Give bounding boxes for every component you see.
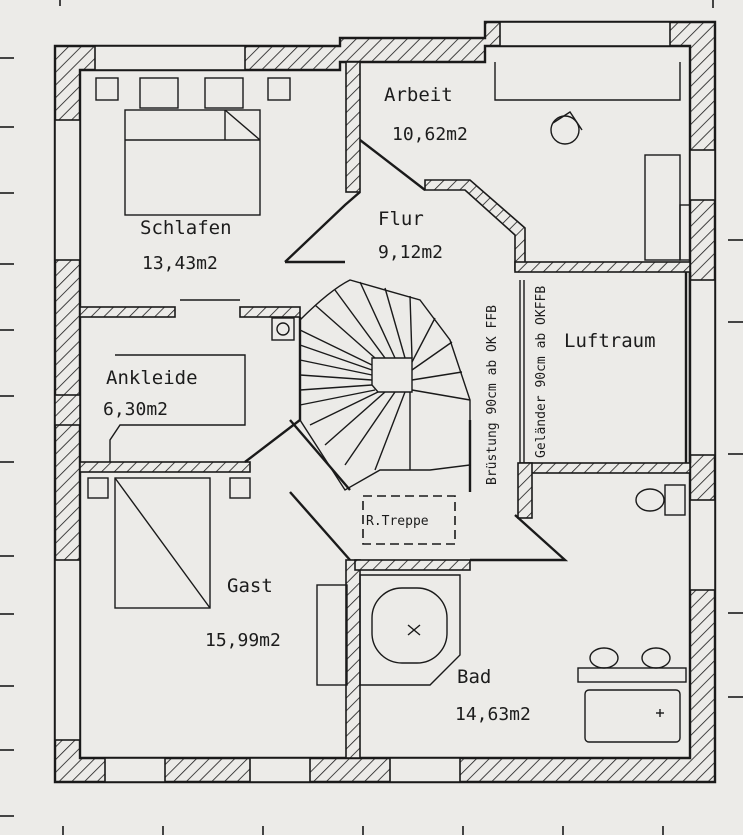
bathtub-icon [359, 574, 461, 686]
toilet-icon [635, 484, 686, 516]
room-name-arbeit: Arbeit [384, 84, 453, 106]
window [249, 757, 311, 783]
exterior-walls [53, 20, 717, 784]
guest-bed-icon [87, 477, 251, 609]
room-area-gast: 15,99m2 [205, 630, 281, 651]
room-area-schlafen: 13,43m2 [142, 253, 218, 274]
room-name-flur: Flur [378, 208, 424, 230]
room-name-bad: Bad [457, 666, 491, 688]
room-area-ankleide: 6,30m2 [103, 399, 168, 420]
window [54, 559, 81, 741]
window [689, 499, 716, 591]
window [54, 119, 81, 261]
room-area-arbeit: 10,62m2 [392, 124, 468, 145]
office-chair-icon [550, 111, 583, 145]
note-gelaender: Geländer 90cm ab OKFFB [534, 286, 549, 458]
window [689, 149, 716, 201]
window [389, 757, 461, 783]
room-name-ankleide: Ankleide [106, 367, 198, 389]
window [94, 45, 246, 71]
washbasin-icon [577, 647, 687, 743]
room-name-gast: Gast [227, 575, 273, 597]
note-treppe: R.Treppe [366, 514, 429, 529]
room-name-luftraum: Luftraum [564, 330, 656, 352]
room-area-flur: 9,12m2 [378, 242, 443, 263]
note-bruestung: Brüstung 90cm ab OK FFB [485, 305, 500, 485]
staircase-outline [362, 495, 456, 545]
bed-icon [95, 77, 291, 216]
window [689, 279, 716, 456]
spiral-staircase-icon [271, 279, 471, 491]
interior-walls [79, 61, 692, 759]
desk-icon [494, 62, 691, 261]
room-area-bad: 14,63m2 [455, 704, 531, 725]
shower-icon [316, 584, 348, 686]
window [499, 21, 671, 47]
window [104, 757, 166, 783]
room-name-schlafen: Schlafen [140, 217, 232, 239]
